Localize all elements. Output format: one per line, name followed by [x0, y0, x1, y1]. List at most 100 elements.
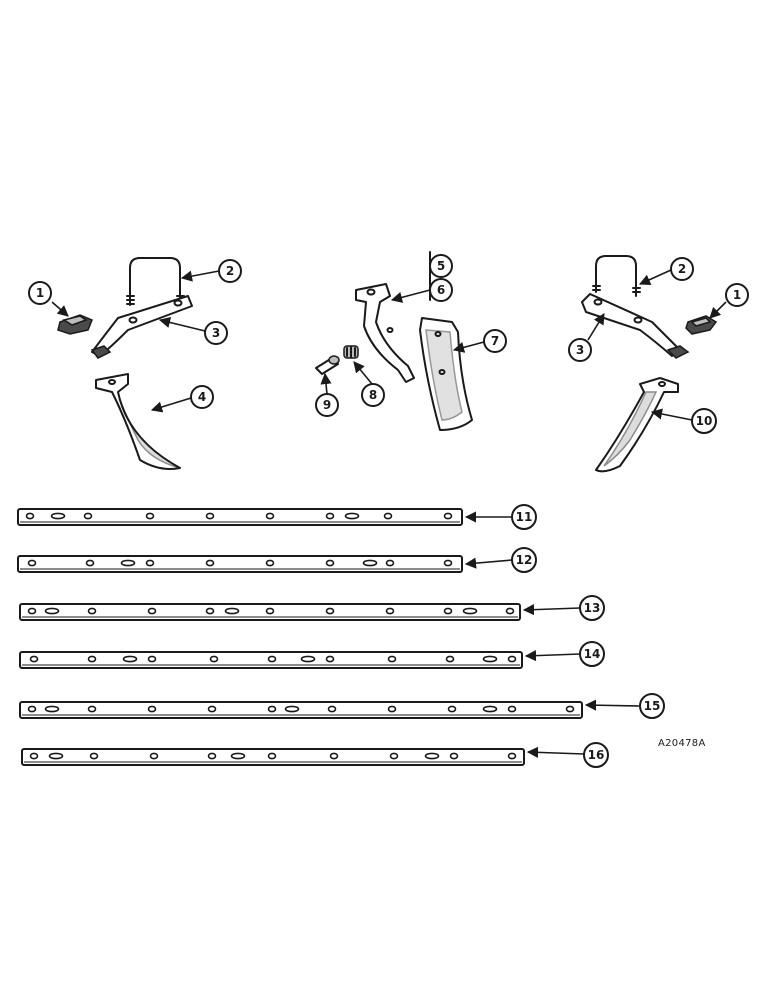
slot-hole [48, 752, 64, 760]
bolt-hole [87, 705, 97, 713]
bolt-hole [205, 607, 215, 615]
callout-3-right: 3 [568, 313, 605, 362]
slot-hole [224, 607, 240, 615]
callout-label: 12 [516, 553, 533, 567]
callout-label: 8 [369, 388, 377, 402]
bolt-hole [267, 752, 277, 760]
callout-label: 16 [588, 748, 605, 762]
bolt-hole [265, 607, 275, 615]
reference-code: A20478A [658, 738, 706, 749]
callout-1-left: 1 [28, 281, 69, 317]
bolt-hole [329, 752, 339, 760]
slot-hole [362, 559, 378, 567]
bolt-hole [325, 607, 335, 615]
bolt-hole [25, 512, 35, 520]
bolt-hole [89, 752, 99, 760]
bolt-hole [387, 655, 397, 663]
callout-10: 10 [650, 408, 717, 434]
bolt-hole [325, 655, 335, 663]
callout-label: 9 [323, 398, 331, 412]
bolt-hole [565, 705, 575, 713]
bolt-hole [29, 752, 39, 760]
bolt-hole [443, 512, 453, 520]
callout-15: 15 [584, 693, 665, 719]
left-bracket-3 [90, 295, 193, 359]
bolt-hole [387, 705, 397, 713]
right-bracket-3 [581, 293, 690, 359]
bolt-hole [267, 655, 277, 663]
flat-bar-16 [21, 748, 525, 766]
slot-hole [120, 559, 136, 567]
slot-hole [122, 655, 138, 663]
bolt-hole [445, 655, 455, 663]
bolt-hole [449, 752, 459, 760]
callout-label: 3 [212, 326, 220, 340]
bolt-hole [325, 559, 335, 567]
bolt-hole [147, 607, 157, 615]
bolt-hole [447, 705, 457, 713]
callout-label: 11 [516, 510, 533, 524]
bolt-hole [389, 752, 399, 760]
callout-label: 7 [491, 334, 499, 348]
flat-bar-12 [17, 555, 463, 573]
callout-2-left: 2 [180, 259, 242, 283]
center-bracket-5-6 [355, 251, 431, 383]
bolt-hole [27, 705, 37, 713]
slot-hole [230, 752, 246, 760]
callout-label: 5 [437, 259, 445, 273]
flat-bar-13 [19, 603, 521, 621]
callout-4: 4 [150, 385, 214, 413]
bolt-hole [385, 559, 395, 567]
flat-bar-15 [19, 701, 583, 719]
callout-16: 16 [526, 742, 609, 768]
bolt-hole [327, 705, 337, 713]
callout-2-right: 2 [638, 257, 694, 285]
bolt-hole [145, 559, 155, 567]
callout-5: 5 [429, 254, 453, 278]
callout-11: 11 [464, 504, 537, 530]
slot-hole [300, 655, 316, 663]
callout-label: 6 [437, 283, 445, 297]
center-nut-8 [343, 345, 359, 359]
callout-label: 2 [226, 264, 234, 278]
callout-label: 4 [198, 390, 206, 404]
right-u-bolt-2 [592, 255, 641, 297]
callout-label: 13 [584, 601, 601, 615]
callout-1-right: 1 [709, 283, 749, 319]
callout-label: 2 [678, 262, 686, 276]
bolt-hole [507, 705, 517, 713]
slot-hole [344, 512, 360, 520]
bolt-hole [265, 512, 275, 520]
slot-hole [482, 705, 498, 713]
callout-label: 15 [644, 699, 661, 713]
left-clip-1 [57, 314, 93, 335]
bolt-hole [383, 512, 393, 520]
slot-hole [462, 607, 478, 615]
bolt-hole [87, 607, 97, 615]
bolt-hole [267, 705, 277, 713]
flat-bar-14 [19, 651, 523, 669]
center-blade-7 [419, 317, 473, 431]
slot-hole [50, 512, 66, 520]
callout-label: 3 [576, 343, 584, 357]
slot-hole [284, 705, 300, 713]
bolt-hole [443, 559, 453, 567]
bar-outline [17, 555, 463, 573]
callout-label: 14 [584, 647, 601, 661]
bolt-hole [147, 655, 157, 663]
bolt-hole [29, 655, 39, 663]
callout-7: 7 [452, 329, 507, 353]
bolt-hole [205, 559, 215, 567]
callout-label: 1 [733, 288, 741, 302]
right-clip-1 [685, 315, 718, 335]
bolt-hole [507, 655, 517, 663]
slot-hole [44, 705, 60, 713]
bolt-hole [147, 705, 157, 713]
bolt-hole [27, 559, 37, 567]
bolt-hole [87, 655, 97, 663]
right-shank-10 [595, 377, 679, 473]
bolt-hole [209, 655, 219, 663]
callout-6: 6 [390, 278, 453, 303]
bolt-hole [507, 752, 517, 760]
